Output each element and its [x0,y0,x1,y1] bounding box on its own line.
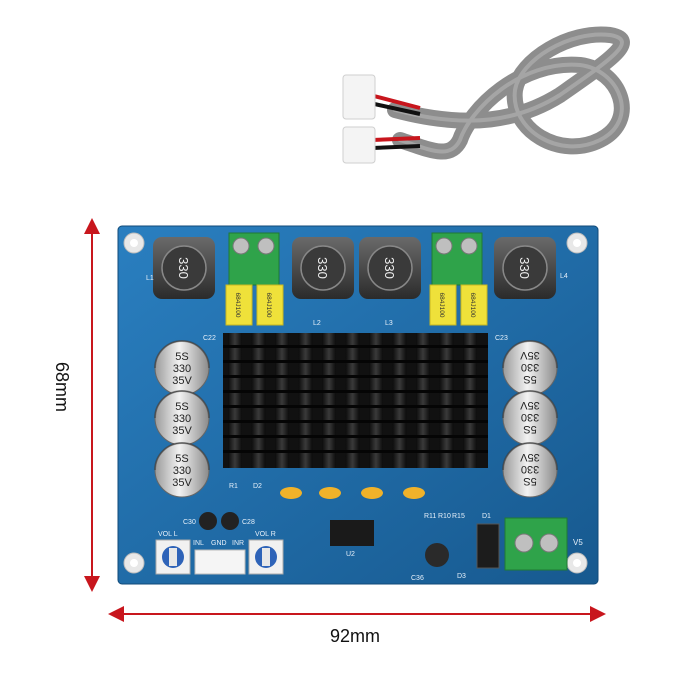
film-capacitor: 684J100 [225,284,253,326]
film-capacitors: 684J100 684J100 684J100 684J100 [225,284,488,326]
small-cap-c36 [425,543,449,567]
small-cap-c30 [199,512,217,530]
ceramic-capacitors [280,487,425,499]
label-inl: INL [193,540,204,547]
label-d3: D3 [457,573,466,580]
power-terminal [504,517,568,571]
film-capacitor-label: 684J100 [265,293,272,318]
gray-cable [387,26,630,160]
inductor: 330 [494,237,556,299]
film-capacitor: 684J100 [429,284,457,326]
label-r15: R15 [452,513,465,520]
label-l3: L3 [385,320,393,327]
capacitor-label: 330 [173,413,191,425]
label-r11: R11 [424,513,436,520]
film-capacitor: 684J100 [460,284,488,326]
capacitor-label: 5S [175,453,188,465]
capacitor-label: 330 [173,363,191,375]
diode-d1 [476,523,500,569]
capacitor-label: 35V [172,375,192,387]
film-capacitor-label: 684J100 [438,293,445,318]
capacitor-label: 5S [175,351,188,363]
label-c28: C28 [242,519,255,526]
capacitor-label: 35V [520,451,540,463]
label-inr: INR [232,540,244,547]
volume-potentiometers [155,539,284,575]
white-connector-bottom [342,126,376,164]
label-d2: D2 [253,483,262,490]
label-c22: C22 [203,335,216,342]
capacitor-label: 5S [523,373,536,385]
label-l2: L2 [313,320,321,327]
film-capacitor: 684J100 [256,284,284,326]
label-l4: L4 [560,273,568,280]
capacitor-label: 330 [521,463,539,475]
black-wire [369,101,421,116]
capacitor-label: 330 [521,411,539,423]
red-wire [369,93,421,110]
capacitor-label: 35V [172,477,192,489]
white-connector-top [342,74,376,120]
width-label: 92mm [330,626,381,646]
inductor: 330 [292,237,354,299]
mounting-holes [123,232,588,574]
capacitor-label: 35V [172,425,192,437]
capacitor-label: 5S [523,423,536,435]
height-label: 68mm [52,362,72,413]
inductor-label: 330 [517,257,532,279]
capacitor-label: 5S [175,401,188,413]
ic-chip [330,520,374,546]
label-u2: U2 [346,551,355,558]
inductor-label: 330 [176,257,191,279]
capacitor-label: 35V [520,349,540,361]
dimension-arrows [84,218,606,622]
label-c30: C30 [183,519,196,526]
label-r10: R10 [438,513,451,520]
small-cap-c28 [221,512,239,530]
film-capacitor-label: 684J100 [234,293,241,318]
label-d1: D1 [482,513,491,520]
label-gnd: GND [211,540,227,547]
heatsink [223,333,488,468]
capacitor-label: 330 [521,361,539,373]
inductor: 330 [153,237,215,299]
label-vol-r: VOL R [255,531,276,538]
inductors: 330 330 330 330 [153,237,556,299]
input-connector [194,549,246,575]
label-c36: C36 [411,575,424,582]
label-l1: L1 [146,275,154,282]
capacitor-label: 5S [523,475,536,487]
capacitor-label: 35V [520,399,540,411]
label-c23: C23 [495,335,508,342]
electrolytic-capacitors: 5S33035V5S33035V5S33035V5S33035V5S33035V… [154,340,558,498]
speaker-terminals [228,232,483,286]
film-capacitor-label: 684J100 [469,293,476,318]
label-r1: R1 [229,483,238,490]
inductor-label: 330 [315,257,330,279]
inductor: 330 [359,237,421,299]
label-v5: V5 [573,538,583,547]
label-vol-l: VOL L [158,531,178,538]
capacitor-label: 330 [173,465,191,477]
inductor-label: 330 [382,257,397,279]
cable-with-connectors [342,26,630,164]
